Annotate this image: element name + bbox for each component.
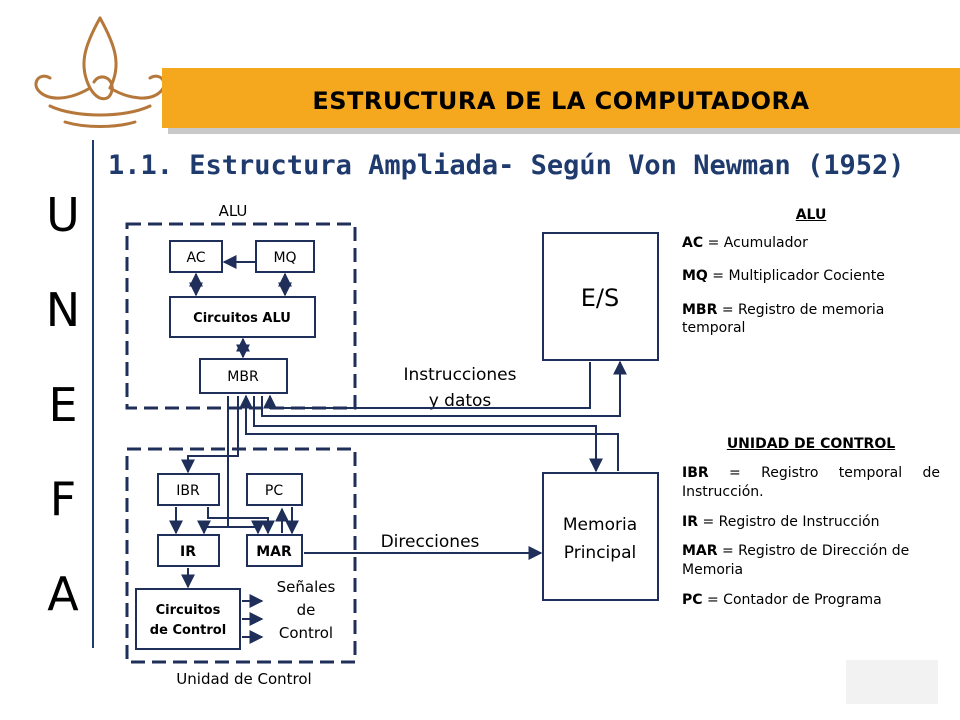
ibr-to-mar-arrow xyxy=(207,507,275,535)
memory-label-2: Principal xyxy=(564,543,636,563)
memory-label-1: Memoria xyxy=(563,515,637,535)
control-circuits-label-2: de Control xyxy=(150,623,226,638)
ornament-logo xyxy=(34,16,166,128)
ir-label: IR xyxy=(180,544,196,560)
legend-item: AC = Acumulador xyxy=(682,235,808,251)
instructions-label-1: Instrucciones xyxy=(404,365,517,385)
io-label: E/S xyxy=(581,284,619,312)
title-banner xyxy=(162,68,960,128)
legend-item: IBR = Registro temporal de Instrucción. xyxy=(682,465,940,500)
mar-label: MAR xyxy=(256,544,292,560)
pc-block xyxy=(246,473,303,506)
legend-item: MBR = Registro de memoria temporal xyxy=(682,302,885,336)
corner-placeholder-box xyxy=(846,660,938,704)
legend-item: IR = Registro de Instrucción xyxy=(682,514,880,530)
mq-label: MQ xyxy=(273,250,296,266)
page-title: ESTRUCTURA DE LA COMPUTADORA xyxy=(312,87,810,115)
mbr-to-ibr-arrow xyxy=(181,396,239,474)
legend-item: MAR = Registro de Dirección de Memoria xyxy=(682,543,910,578)
control-group-label: Unidad de Control xyxy=(176,670,311,688)
ir-block xyxy=(157,534,220,567)
io-to-mbr-arrow xyxy=(263,362,591,409)
memory-to-mbr-arrow xyxy=(239,394,619,471)
alu-circuits-block xyxy=(169,296,316,338)
mbr-ir-branch xyxy=(197,520,228,535)
signals-label-3: Control xyxy=(279,624,333,642)
mar-block xyxy=(246,534,303,567)
alu-group-label: ALU xyxy=(219,202,248,220)
alu-circuits-label: Circuitos ALU xyxy=(193,311,291,326)
mbr-block xyxy=(199,358,288,394)
legend-control-unit: UNIDAD DE CONTROL IBR = Registro tempora… xyxy=(682,436,940,608)
legend-control-title: UNIDAD DE CONTROL xyxy=(726,436,896,452)
mbr-to-mar-arrow xyxy=(228,520,265,535)
side-letter-n: N xyxy=(45,283,81,337)
mbr-to-io-arrow xyxy=(261,360,627,417)
side-letter-a: A xyxy=(47,567,79,621)
memory-block xyxy=(542,472,659,601)
legend-alu-title: ALU xyxy=(795,207,827,223)
ac-block xyxy=(169,240,223,273)
io-block xyxy=(542,232,659,361)
ibr-label: IBR xyxy=(176,483,200,499)
signals-label-2: de xyxy=(297,601,316,619)
pc-label: PC xyxy=(265,483,283,499)
mq-block xyxy=(255,240,315,273)
control-circuits-block xyxy=(135,588,241,650)
mbr-label: MBR xyxy=(227,369,259,385)
side-letter-e: E xyxy=(48,378,78,432)
legend-item: MQ = Multiplicador Cociente xyxy=(682,268,885,284)
ac-label: AC xyxy=(186,250,205,266)
ibr-block xyxy=(157,473,220,506)
side-letter-f: F xyxy=(49,472,77,526)
side-letter-u: U xyxy=(46,188,80,242)
control-unit-group-outline xyxy=(125,447,357,664)
legend-alu: ALU AC = Acumulador MQ = Multiplicador C… xyxy=(682,207,940,337)
side-divider-line xyxy=(92,140,94,648)
instructions-label-2: y datos xyxy=(429,391,492,411)
addresses-label: Direcciones xyxy=(381,532,480,552)
legend-item: PC = Contador de Programa xyxy=(682,592,882,608)
section-subtitle: 1.1. Estructura Ampliada- Según Von Newm… xyxy=(108,150,905,181)
signals-label-1: Señales xyxy=(277,578,336,596)
control-circuits-label-1: Circuitos xyxy=(156,603,221,618)
mbr-to-memory-arrow xyxy=(253,396,603,473)
